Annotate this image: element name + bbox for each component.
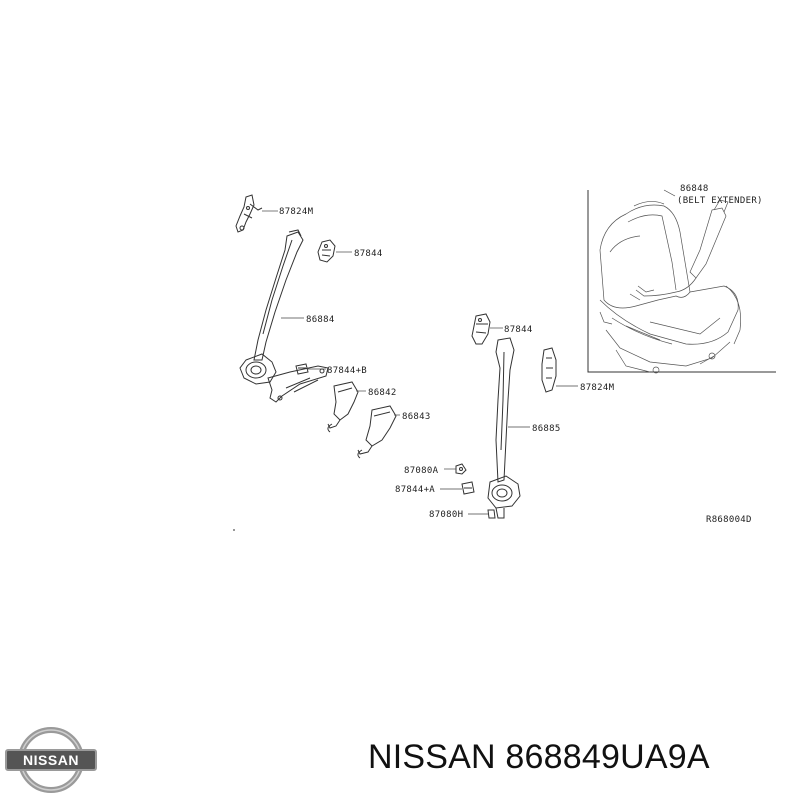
callout-86843: 86843 [402, 412, 431, 422]
bolt-87080h [487, 509, 496, 519]
logo-band [5, 749, 97, 771]
callout-86885: 86885 [532, 424, 561, 434]
stray-dot [233, 529, 235, 531]
callout-87080h: 87080H [429, 510, 463, 520]
part-number-caption: NISSAN 868849UA9A [368, 738, 710, 776]
nissan-logo: NISSAN [5, 727, 97, 793]
buckle-86842 [327, 381, 359, 433]
callout-87824m-left: 87824M [279, 207, 314, 217]
callout-87844-a: 87844+A [395, 485, 435, 495]
seat-belt-assembly-86885 [487, 337, 521, 519]
bolt-87080a [455, 463, 467, 475]
callout-87844-top: 87844 [354, 249, 383, 259]
callout-87844-mid: 87844 [504, 325, 533, 335]
diagram-reference-code: R868004D [706, 515, 752, 525]
buckle-86843 [357, 405, 397, 459]
callout-87080a: 87080A [404, 466, 439, 476]
callout-86884: 86884 [306, 315, 335, 325]
inset-frame [587, 190, 776, 373]
inset-belt-extender: 86848 (BELT EXTENDER) [587, 184, 776, 374]
upper-anchor-right [541, 347, 557, 393]
inset-code-partial: 86848 [680, 184, 709, 194]
callout-86842: 86842 [368, 388, 397, 398]
belt-guide-87844-mid [471, 313, 491, 345]
logo-text: NISSAN [23, 752, 79, 768]
callout-87844-b: 87844+B [327, 366, 367, 376]
belt-guide-87844-top [317, 239, 336, 263]
callout-87824m-right: 87824M [580, 383, 615, 393]
inset-belt-extender-label: (BELT EXTENDER) [677, 196, 763, 206]
upper-anchor-left [235, 194, 263, 233]
clip-87844-b [295, 363, 309, 375]
inset-seat [599, 199, 742, 374]
clip-87844-a [461, 481, 475, 495]
